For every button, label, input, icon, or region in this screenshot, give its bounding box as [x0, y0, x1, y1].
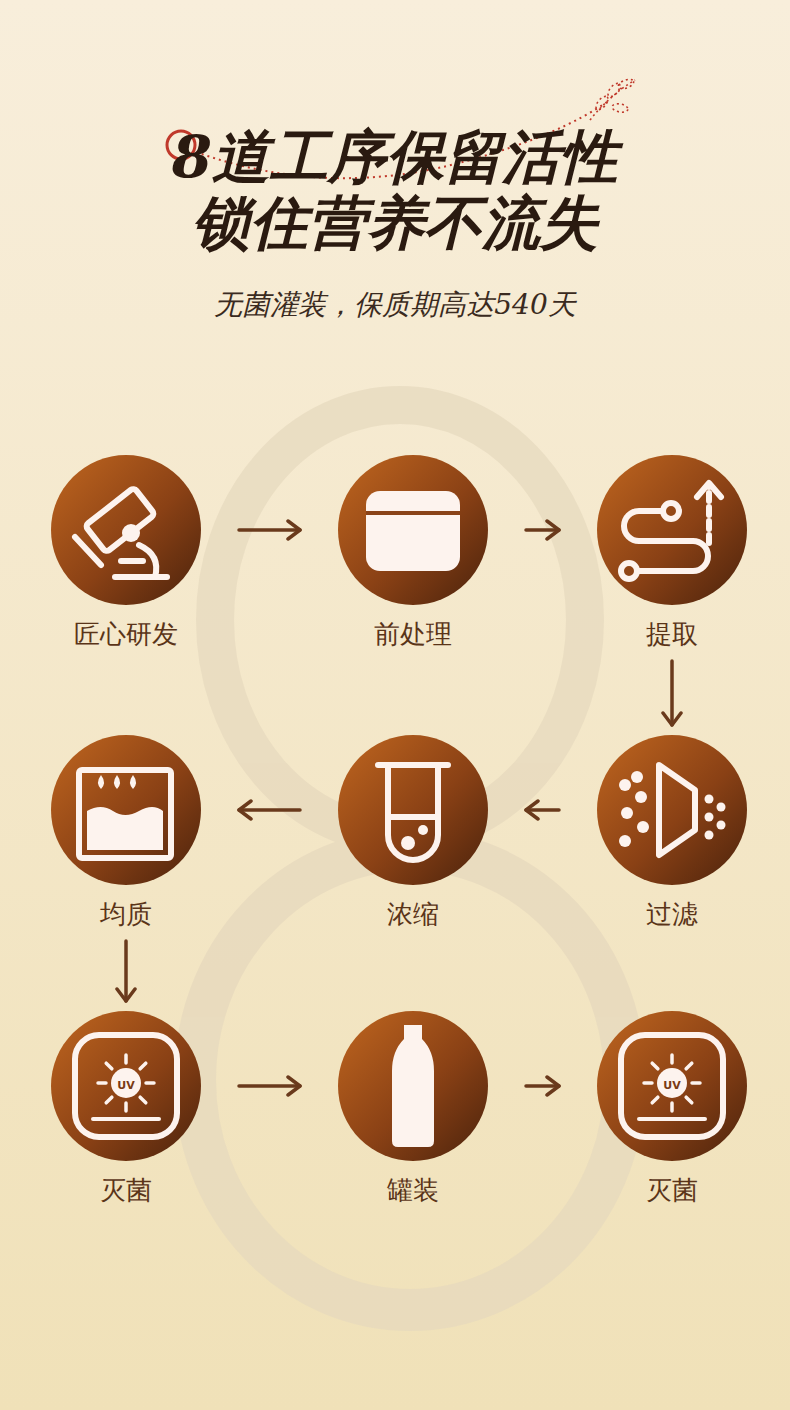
step-label: 浓缩: [338, 897, 488, 931]
step-label: 灭菌: [51, 1173, 201, 1207]
step-label: 均质: [51, 897, 201, 931]
step-label: 匠心研发: [51, 617, 201, 651]
process-step: 均质: [51, 735, 201, 931]
step-label: 过滤: [597, 897, 747, 931]
flow-arrow: [526, 808, 559, 812]
process-step: 提取: [597, 455, 747, 651]
process-step: 灭菌: [597, 1011, 747, 1207]
step-label: 提取: [597, 617, 747, 651]
step-circle-icon: [51, 455, 201, 605]
process-step: 匠心研发: [51, 455, 201, 651]
step-circle-icon: [51, 735, 201, 885]
process-step: 灭菌: [51, 1011, 201, 1207]
step-circle-icon: [338, 1011, 488, 1161]
process-step: 浓缩: [338, 735, 488, 931]
process-step: 前处理: [338, 455, 488, 651]
uv-mark: UV: [652, 1079, 692, 1093]
flow-arrow: [239, 1084, 300, 1088]
flow-arrow: [526, 1084, 559, 1088]
step-circle-icon: [338, 735, 488, 885]
flow-arrow: [526, 528, 559, 532]
step-circle-icon: [338, 455, 488, 605]
flow-arrow: [670, 661, 674, 725]
step-circle-icon: [597, 735, 747, 885]
flow-arrow: [239, 528, 300, 532]
process-step: 罐装: [338, 1011, 488, 1207]
flow-arrow: [124, 941, 128, 1001]
step-label: 前处理: [338, 617, 488, 651]
step-label: 罐装: [338, 1173, 488, 1207]
process-step: 过滤: [597, 735, 747, 931]
uv-mark: UV: [106, 1079, 146, 1093]
flow-arrow: [239, 808, 300, 812]
watermark-eight: [195, 405, 625, 1310]
step-label: 灭菌: [597, 1173, 747, 1207]
subtitle: 无菌灌装，保质期高达540天: [95, 286, 695, 324]
step-circle-icon: [597, 455, 747, 605]
title: 8道工序保留活性 锁住营养不流失: [145, 124, 645, 256]
